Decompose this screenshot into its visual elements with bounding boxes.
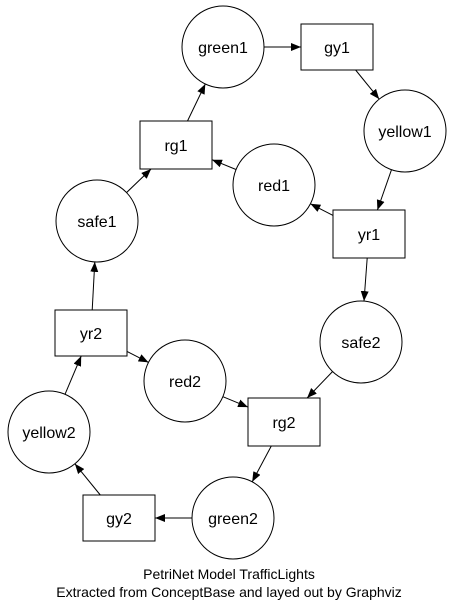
place-red2: red2 bbox=[143, 339, 227, 423]
edge-yellow2-to-yr2 bbox=[64, 355, 82, 395]
place-label: safe2 bbox=[341, 335, 380, 352]
edge-rg1-to-green1 bbox=[187, 83, 206, 122]
place-yellow2: yellow2 bbox=[7, 390, 91, 474]
place-circle bbox=[7, 390, 91, 474]
transition-label: gy1 bbox=[324, 40, 350, 57]
place-label: red1 bbox=[258, 178, 290, 195]
place-label: green2 bbox=[208, 511, 258, 528]
place-safe2: safe2 bbox=[319, 300, 403, 384]
place-yellow1: yellow1 bbox=[363, 89, 447, 173]
transition-yr1: yr1 bbox=[332, 209, 406, 259]
transition-label: rg2 bbox=[272, 415, 295, 432]
place-label: safe1 bbox=[77, 214, 116, 231]
place-circle bbox=[143, 339, 227, 423]
caption-title: PetriNet Model TrafficLights bbox=[143, 566, 315, 582]
transition-gy1: gy1 bbox=[300, 23, 374, 71]
transition-box bbox=[300, 23, 374, 71]
transition-box bbox=[332, 209, 406, 259]
place-circle bbox=[319, 300, 403, 384]
place-label: red2 bbox=[169, 374, 201, 391]
edge-yr1-to-red1 bbox=[310, 203, 334, 216]
place-label: yellow1 bbox=[378, 124, 431, 141]
edge-red1-to-rg1 bbox=[211, 159, 237, 170]
transition-rg1: rg1 bbox=[139, 120, 213, 170]
place-green2: green2 bbox=[191, 476, 275, 560]
edge-yr2-to-safe1 bbox=[90, 261, 99, 311]
edge-yellow1-to-yr1 bbox=[376, 169, 392, 211]
place-circle bbox=[181, 5, 265, 89]
transition-rg2: rg2 bbox=[247, 397, 321, 447]
place-green1: green1 bbox=[181, 5, 265, 89]
place-safe1: safe1 bbox=[55, 179, 139, 263]
edge-yr1-to-safe2 bbox=[360, 257, 369, 302]
transition-yr2: yr2 bbox=[54, 309, 128, 357]
transition-label: gy2 bbox=[106, 511, 132, 528]
caption-subtitle: Extracted from ConceptBase and layed out… bbox=[56, 584, 402, 600]
transition-box bbox=[54, 309, 128, 357]
place-circle bbox=[232, 143, 316, 227]
place-label: green1 bbox=[198, 40, 248, 57]
transition-gy2: gy2 bbox=[82, 494, 156, 542]
place-circle bbox=[55, 179, 139, 263]
edge-red2-to-rg2 bbox=[222, 396, 249, 408]
nodes-layer: green1 yellow1 red1 safe1 safe2 red2 yellow2 gr… bbox=[7, 5, 447, 560]
place-circle bbox=[363, 89, 447, 173]
edge-gy1-to-yellow1 bbox=[355, 69, 380, 100]
transition-box bbox=[139, 120, 213, 170]
transition-box bbox=[82, 494, 156, 542]
transition-label: yr1 bbox=[358, 227, 380, 244]
place-circle bbox=[191, 476, 275, 560]
place-red1: red1 bbox=[232, 143, 316, 227]
transition-label: rg1 bbox=[164, 138, 187, 155]
transition-box bbox=[247, 397, 321, 447]
edge-gy2-to-yellow2 bbox=[74, 463, 101, 496]
edges-layer bbox=[64, 43, 392, 522]
edge-safe1-to-rg1 bbox=[126, 168, 152, 193]
place-label: yellow2 bbox=[22, 425, 75, 442]
edge-safe2-to-rg2 bbox=[306, 371, 333, 399]
edge-rg2-to-green2 bbox=[251, 445, 272, 483]
transition-label: yr2 bbox=[80, 326, 102, 343]
edge-yr2-to-red2 bbox=[126, 350, 149, 363]
